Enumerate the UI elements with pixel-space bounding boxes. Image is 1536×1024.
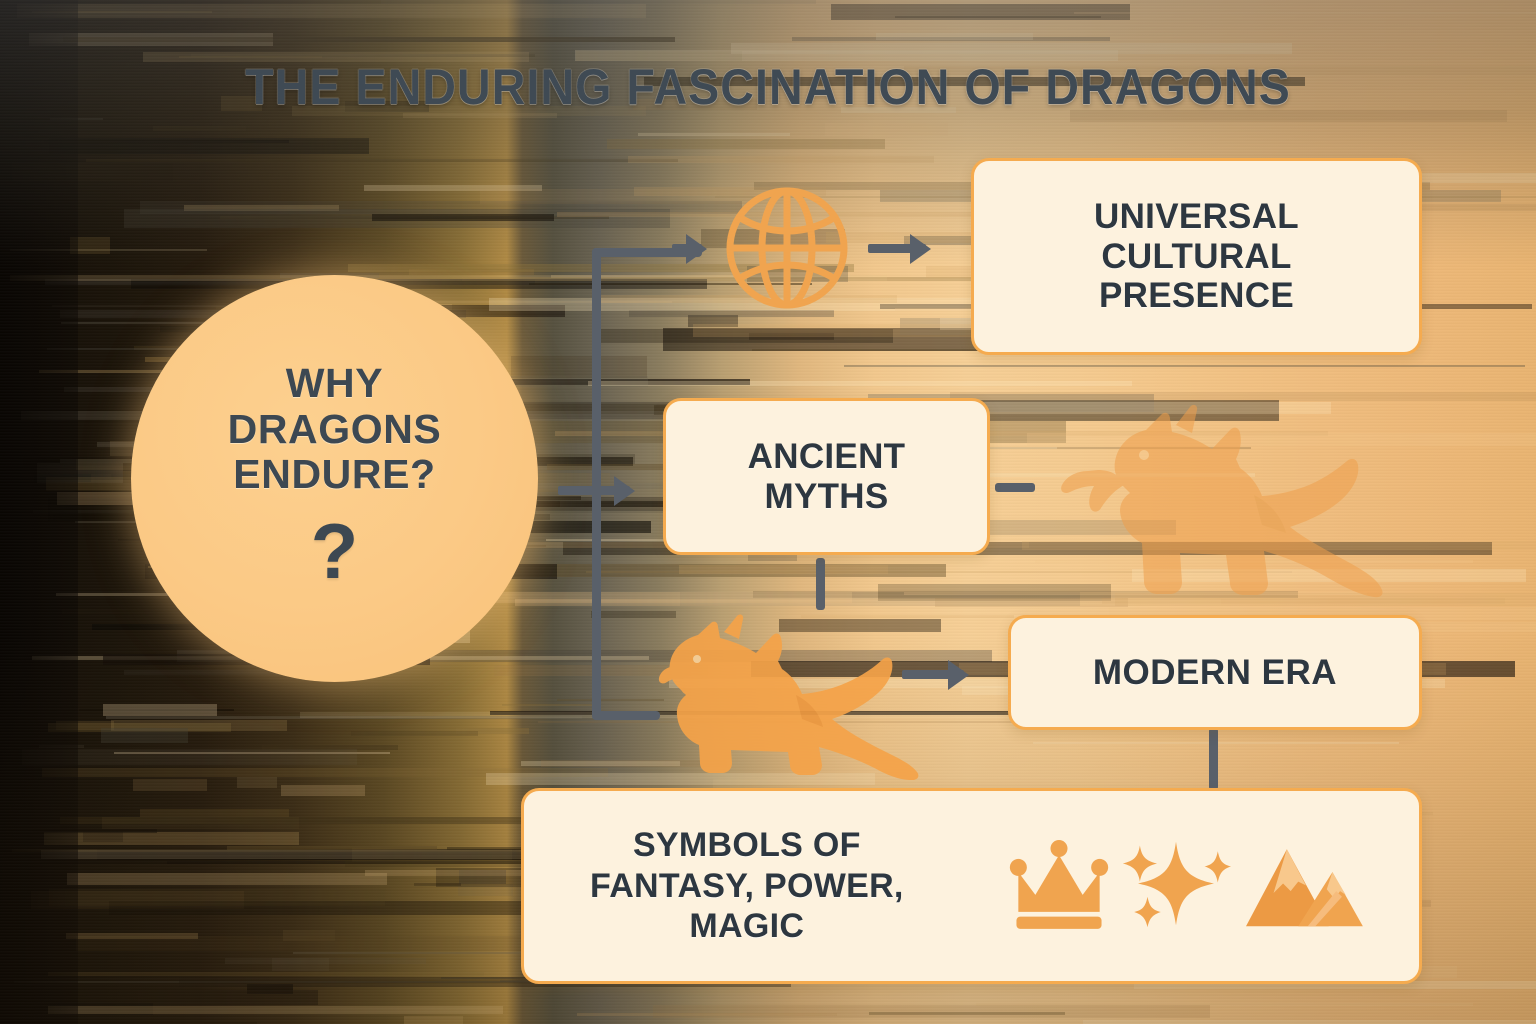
card-label: MODERN ERA — [1092, 652, 1338, 692]
hub-circle: WHY DRAGONS ENDURE? ? — [131, 275, 538, 682]
globe-icon — [723, 184, 851, 312]
connector-modern-to-symbols — [1209, 728, 1218, 790]
card-label: UNIVERSAL CULTURAL PRESENCE — [1094, 196, 1299, 316]
connector-trunk-bottom — [592, 711, 660, 720]
card-universal-cultural-presence[interactable]: UNIVERSAL CULTURAL PRESENCE — [971, 158, 1422, 355]
card-symbols-of-fantasy-power-magic[interactable]: SYMBOLS OF FANTASY, POWER, MAGIC — [521, 788, 1422, 984]
connector-myths-down — [816, 558, 825, 610]
card-label: ANCIENT MYTHS — [747, 436, 906, 516]
mountain-icon — [1241, 836, 1365, 936]
card-modern-era[interactable]: MODERN ERA — [1008, 615, 1422, 730]
page-title: THE ENDURING FASCINATION OF DRAGONS — [245, 59, 1291, 115]
question-mark-glyph: ? — [310, 506, 359, 595]
symbol-icon-group — [1007, 836, 1365, 936]
arrow-dragon-to-modern — [902, 670, 964, 679]
arrow-globe-to-universal — [868, 244, 926, 253]
arrow-branch-to-globe — [672, 244, 702, 253]
crown-icon — [1007, 836, 1111, 936]
connector-myths-to-dragon — [995, 483, 1035, 492]
hub-label: WHY DRAGONS ENDURE? — [227, 360, 442, 498]
connector-trunk-top — [592, 248, 702, 257]
card-ancient-myths[interactable]: ANCIENT MYTHS — [663, 398, 990, 555]
card-label: SYMBOLS OF FANTASY, POWER, MAGIC — [590, 825, 904, 946]
connector-trunk-vertical — [592, 248, 601, 720]
sparkle-icon — [1119, 836, 1233, 936]
arrow-hub-to-branch — [558, 486, 630, 495]
